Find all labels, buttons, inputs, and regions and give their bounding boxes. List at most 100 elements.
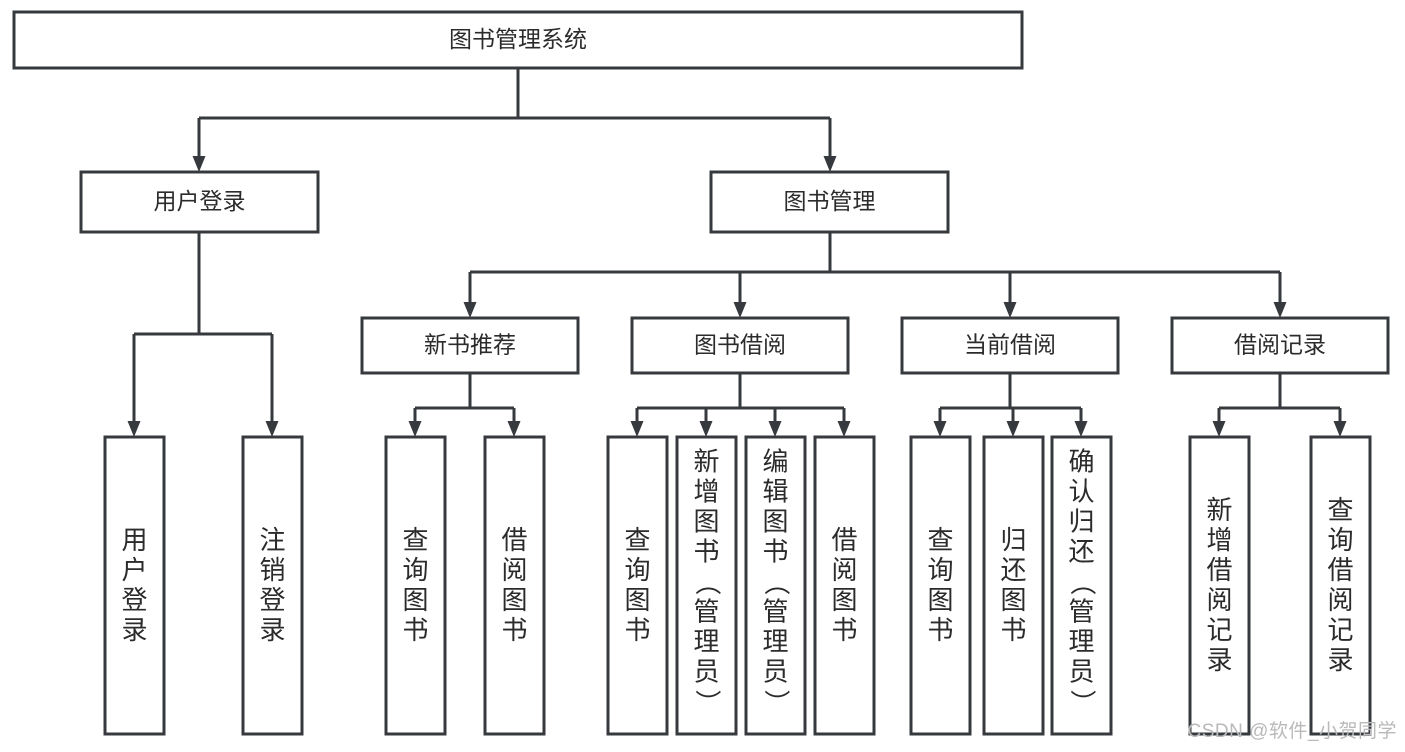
node-label-char: 理 <box>762 626 788 656</box>
node-label-char: 询 <box>624 555 650 585</box>
arrow-head-icon <box>1212 421 1226 437</box>
node-label-char: 确 <box>1068 446 1094 476</box>
node-user-login[interactable]: 用户登录 <box>79 170 320 234</box>
node-label-char: （ <box>762 569 792 595</box>
node-label-char: 借 <box>831 525 857 555</box>
node-label: 用户登录 <box>154 188 246 214</box>
node-label-char: 图 <box>1000 585 1026 615</box>
arrow-head-icon <box>408 421 422 437</box>
node-label-char: 归 <box>1000 525 1026 555</box>
node-box <box>1188 435 1251 736</box>
node-label-char: 录 <box>1206 645 1232 675</box>
node-label-char: 辑 <box>762 476 788 506</box>
node-label-char: 书 <box>693 536 719 566</box>
node-label-char: ） <box>762 689 792 715</box>
node-box <box>12 10 1024 70</box>
arrow-head-icon <box>192 156 206 172</box>
arrow-head-icon <box>823 156 837 172</box>
node-label-char: 书 <box>927 615 953 645</box>
node-label: 借阅记录 <box>1234 332 1326 358</box>
node-label-char: 员 <box>1068 656 1094 686</box>
node-box <box>79 170 320 234</box>
node-label: 图书借阅 <box>694 332 786 358</box>
arrow-head-icon <box>699 421 713 437</box>
node-leaf-user-login[interactable]: 用户登录 <box>103 435 166 736</box>
node-label-char: 查 <box>1327 495 1353 525</box>
arrow-head-icon <box>1074 421 1088 437</box>
arrow-head-icon <box>837 421 851 437</box>
node-label-char: 录 <box>259 615 285 645</box>
arrow-head-icon <box>630 421 644 437</box>
node-book-manage[interactable]: 图书管理 <box>709 170 950 234</box>
node-box <box>982 435 1045 736</box>
node-label-char: 图 <box>501 585 527 615</box>
node-box <box>813 435 876 736</box>
node-label-char: 理 <box>693 626 719 656</box>
node-label-char: 录 <box>121 615 147 645</box>
node-label-char: 注 <box>259 525 285 555</box>
node-label-char: 书 <box>762 536 788 566</box>
node-label-char: 还 <box>1068 536 1094 566</box>
node-box <box>360 316 580 375</box>
arrow-head-icon <box>1006 421 1020 437</box>
node-box <box>675 435 738 736</box>
node-root[interactable]: 图书管理系统 <box>12 10 1024 70</box>
node-label-char: 记 <box>1327 615 1353 645</box>
connector-layer <box>127 68 1347 437</box>
node-new-book-rec[interactable]: 新书推荐 <box>360 316 580 375</box>
node-layer: 图书管理系统用户登录图书管理新书推荐图书借阅当前借阅借阅记录用户登录注销登录查询… <box>12 10 1390 736</box>
node-box <box>909 435 972 736</box>
node-label-char: 登 <box>121 585 147 615</box>
node-label-char: 阅 <box>831 555 857 585</box>
node-label-char: 借 <box>501 525 527 555</box>
node-label-char: 还 <box>1000 555 1026 585</box>
node-label-char: 书 <box>831 615 857 645</box>
node-label-char: 录 <box>1327 645 1353 675</box>
node-label: 新书推荐 <box>424 332 516 358</box>
node-box <box>483 435 546 736</box>
node-label-char: 归 <box>1068 506 1094 536</box>
node-box <box>900 316 1120 375</box>
node-label-char: 户 <box>121 555 147 585</box>
node-book-borrow[interactable]: 图书借阅 <box>630 316 850 375</box>
node-label-char: 书 <box>501 615 527 645</box>
node-label-char: 增 <box>693 476 719 506</box>
node-label-char: 图 <box>693 506 719 536</box>
arrow-head-icon <box>265 421 279 437</box>
node-box <box>1309 435 1372 736</box>
node-current-borrow[interactable]: 当前借阅 <box>900 316 1120 375</box>
node-box <box>384 435 447 736</box>
node-label-char: 用 <box>121 525 147 555</box>
node-label-char: 认 <box>1068 476 1094 506</box>
node-label-char: 阅 <box>1206 585 1232 615</box>
node-label-char: （ <box>1068 569 1098 595</box>
node-label-char: 新 <box>693 446 719 476</box>
node-label: 当前借阅 <box>964 332 1056 358</box>
node-label-char: 新 <box>1206 495 1232 525</box>
node-label-char: 理 <box>1068 626 1094 656</box>
node-label-char: 图 <box>927 585 953 615</box>
node-borrow-record[interactable]: 借阅记录 <box>1170 316 1390 375</box>
node-box <box>744 435 807 736</box>
arrow-head-icon <box>507 421 521 437</box>
node-label-char: ） <box>693 689 723 715</box>
node-label-char: 书 <box>624 615 650 645</box>
arrow-head-icon <box>933 421 947 437</box>
node-box <box>241 435 304 736</box>
node-label-char: 管 <box>762 596 788 626</box>
node-label-char: 员 <box>693 656 719 686</box>
node-label-char: 管 <box>693 596 719 626</box>
